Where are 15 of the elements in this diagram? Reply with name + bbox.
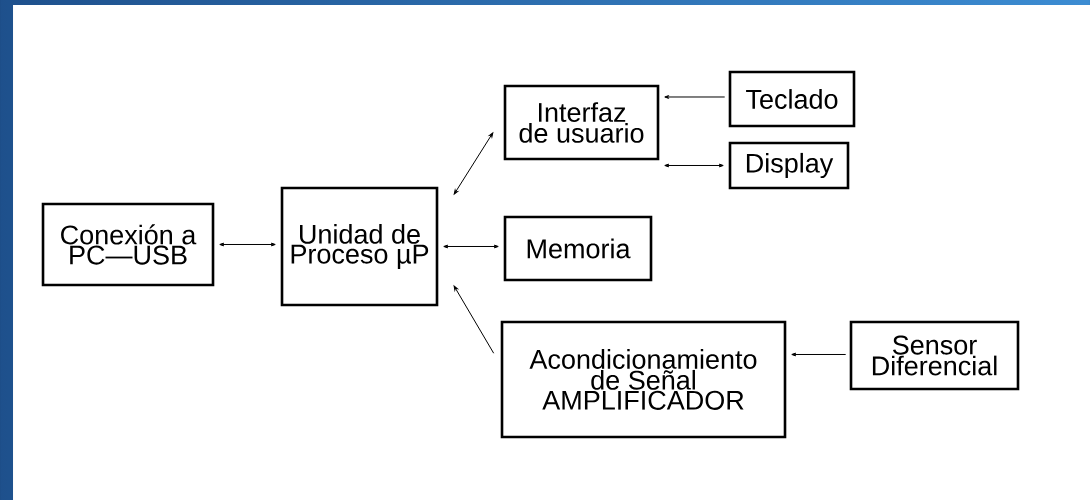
arrow xyxy=(453,132,494,195)
arrow xyxy=(443,244,499,249)
block-box: Sensor Diferencial xyxy=(849,320,1020,391)
block-box: Conexión a PC—USB xyxy=(41,202,215,287)
block-box: Teclado xyxy=(728,70,856,128)
block-box: Memoria xyxy=(503,215,653,282)
block-box: Interfaz de usuario xyxy=(503,84,660,161)
block-box: Display xyxy=(728,141,850,190)
arrow xyxy=(791,352,847,357)
block-box: Unidad de Proceso µP xyxy=(280,186,439,307)
arrow xyxy=(219,242,276,247)
block-box: Acondicionamiento de Señal AMPLIFICADOR xyxy=(500,320,787,439)
arrow xyxy=(664,163,724,168)
arrow xyxy=(664,95,726,99)
arrow xyxy=(453,285,495,354)
